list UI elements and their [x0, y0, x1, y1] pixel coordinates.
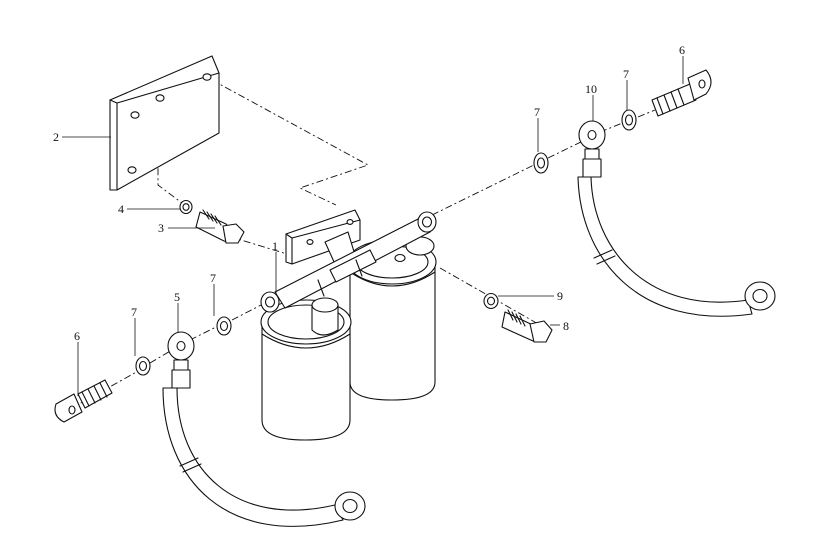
left-hollow-bolt	[54, 379, 113, 423]
callout-6-left: 6	[74, 329, 80, 343]
callout-7-left-lower: 7	[131, 305, 137, 319]
callout-6-right: 6	[679, 43, 685, 57]
bracket-washer	[179, 199, 193, 215]
bolt-hole-icon	[155, 94, 165, 102]
callout-7-left-upper: 7	[210, 271, 216, 285]
callout-7-right-lower: 7	[534, 105, 540, 119]
right-hollow-bolt	[651, 69, 712, 117]
callout-9: 9	[557, 289, 563, 303]
right-banjo-hose	[577, 120, 776, 317]
callout-labels: 2 4 3 1 5 7 7 6 7 10 7 6 9 8	[53, 43, 685, 343]
callout-5: 5	[174, 290, 180, 304]
filter-assembly	[260, 209, 437, 441]
bolt-hole-icon	[202, 73, 212, 81]
filter-mount-bolt	[501, 309, 553, 343]
right-sealing-washer-a	[533, 152, 549, 174]
right-sealing-washer-b	[621, 109, 637, 131]
filter-mount-washer	[483, 292, 499, 310]
callout-3: 3	[158, 221, 164, 235]
bracket-bolt	[195, 209, 245, 244]
left-sealing-washer-a	[216, 316, 232, 336]
bolt-hole-icon	[130, 111, 140, 119]
callout-2: 2	[53, 130, 59, 144]
callout-1: 1	[272, 239, 278, 253]
assembly-centerlines	[71, 79, 656, 409]
callout-8: 8	[563, 319, 569, 333]
bolt-hole-icon	[127, 166, 137, 174]
left-banjo-hose	[162, 331, 366, 527]
callout-7-right-upper: 7	[623, 67, 629, 81]
callout-10: 10	[585, 82, 597, 96]
callout-leaders	[62, 56, 684, 396]
callout-4: 4	[118, 202, 124, 216]
mounting-bracket-plate	[109, 55, 220, 191]
left-sealing-washer-b	[135, 356, 151, 376]
